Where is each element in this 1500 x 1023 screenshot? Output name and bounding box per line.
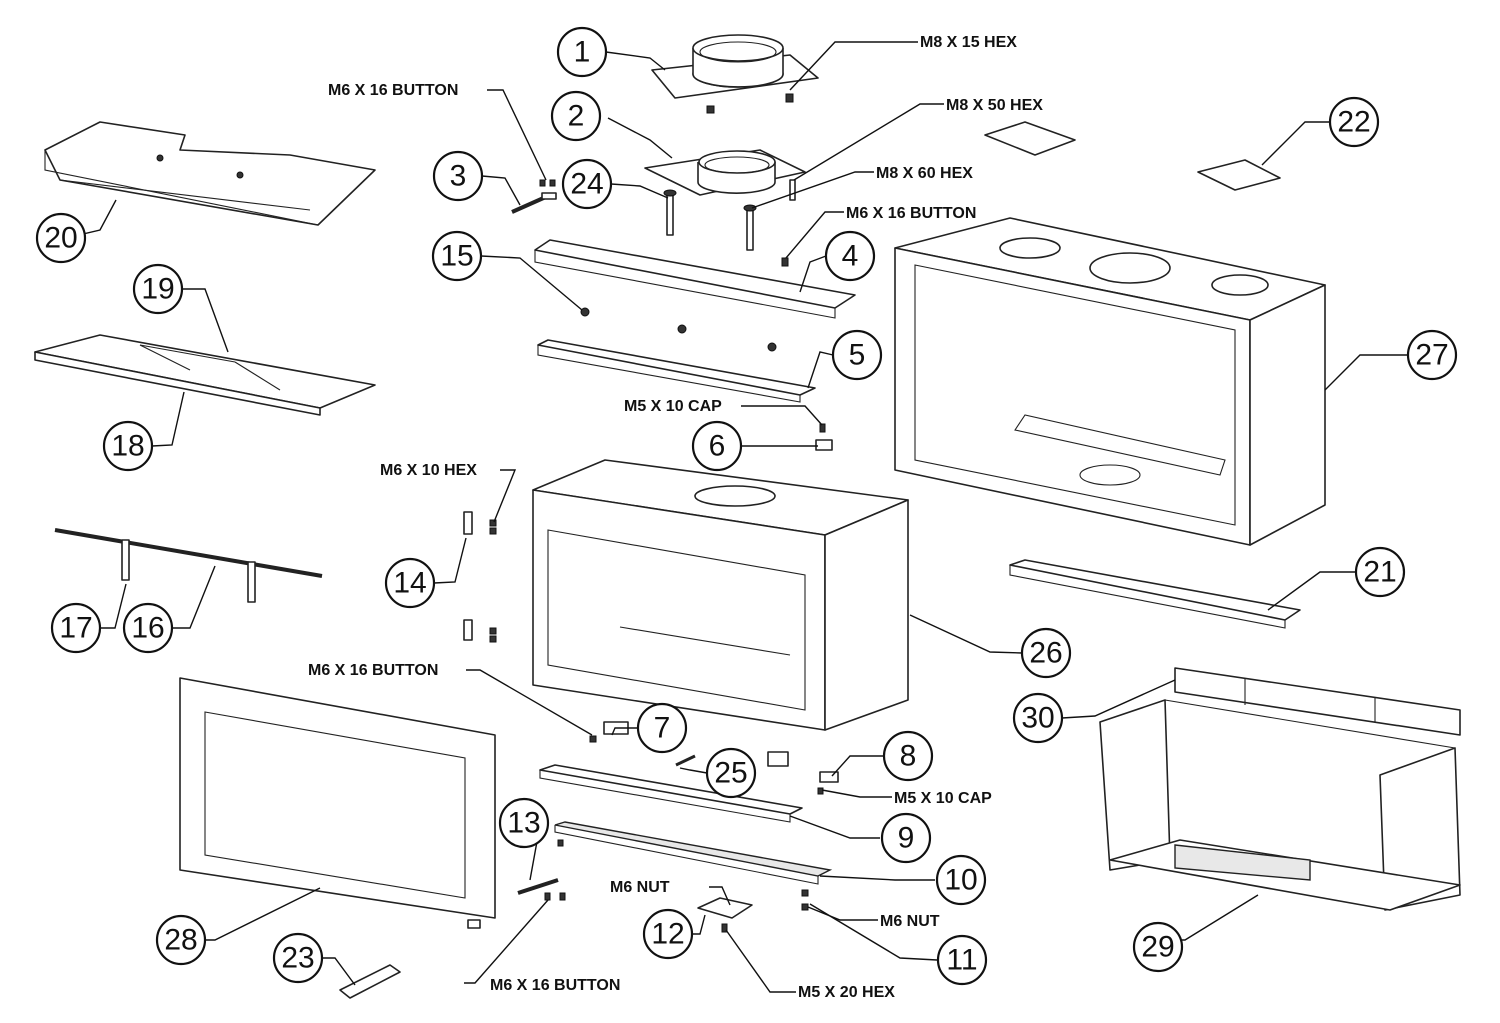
svg-text:21: 21: [1363, 556, 1396, 589]
svg-text:11: 11: [946, 944, 977, 977]
part-9-bar: [539, 764, 803, 823]
part-18-19-baffle-assembly: [34, 334, 376, 416]
callout-9: 9: [880, 812, 932, 864]
callout-7: 7: [636, 702, 688, 754]
callout-1: 1: [556, 26, 608, 78]
callout-18: 18: [102, 420, 154, 472]
svg-text:22: 22: [1337, 106, 1370, 139]
callout-22: 22: [1328, 96, 1380, 148]
svg-text:17: 17: [59, 612, 92, 645]
part-27-outer-casing: [894, 217, 1326, 546]
callout-3: 3: [432, 150, 484, 202]
svg-text:25: 25: [714, 757, 747, 790]
svg-text:7: 7: [654, 712, 671, 745]
part-22-cover-plates: [984, 121, 1281, 191]
callout-11: 11: [936, 934, 988, 986]
part-5-bracket: [537, 339, 816, 403]
svg-text:1: 1: [574, 36, 591, 69]
part-30-log-rail: [1174, 667, 1461, 736]
svg-text:12: 12: [651, 918, 684, 951]
callout-27: 27: [1406, 329, 1458, 381]
part-24-bolts: [663, 189, 757, 251]
callout-13: 13: [498, 797, 550, 849]
label-m8x15hex: M8 X 15 HEX: [920, 34, 1017, 51]
svg-text:4: 4: [842, 240, 859, 273]
callout-17: 17: [50, 602, 102, 654]
callout-30: 30: [1012, 692, 1064, 744]
part-8-clip: [817, 771, 839, 795]
callout-19: 19: [132, 263, 184, 315]
svg-text:2: 2: [568, 100, 585, 133]
label-m6x16button-top: M6 X 16 BUTTON: [328, 82, 458, 99]
callout-21: 21: [1354, 546, 1406, 598]
part-29-firebox-liner: [1099, 699, 1461, 911]
part-12-bracket: [697, 889, 809, 933]
callout-5: 5: [831, 329, 883, 381]
svg-text:18: 18: [111, 430, 144, 463]
part-1-flue-collar-plate: [651, 34, 819, 114]
svg-text:6: 6: [709, 430, 726, 463]
callout-20: 20: [35, 212, 87, 264]
callout-23: 23: [272, 932, 324, 984]
svg-text:28: 28: [164, 924, 197, 957]
callout-29: 29: [1132, 921, 1184, 973]
callout-16: 16: [122, 602, 174, 654]
label-m5x10cap-bottom: M5 X 10 CAP: [894, 790, 992, 807]
svg-text:19: 19: [141, 273, 174, 306]
callout-2: 2: [550, 90, 602, 142]
callout-25: 25: [705, 747, 757, 799]
part-26-firebox: [532, 459, 909, 731]
callout-4: 4: [824, 230, 876, 282]
label-m6x16button-mid: M6 X 16 BUTTON: [308, 662, 438, 679]
callout-28: 28: [155, 914, 207, 966]
svg-text:20: 20: [44, 222, 77, 255]
part-2-flue-collar-plate: [644, 149, 806, 201]
part-3-rod: [511, 179, 557, 214]
label-m6x16button-bottom: M6 X 16 BUTTON: [490, 977, 620, 994]
callout-14: 14: [384, 557, 436, 609]
callout-8: 8: [882, 730, 934, 782]
svg-text:23: 23: [281, 942, 314, 975]
part-23-tool: [339, 964, 401, 999]
label-m6x10hex: M6 X 10 HEX: [380, 462, 477, 479]
callout-10: 10: [935, 854, 987, 906]
part-16-17-rod: [54, 528, 323, 603]
part-28-door-frame: [179, 677, 496, 929]
svg-text:10: 10: [944, 864, 977, 897]
leader-lines: [65, 41, 1408, 993]
callout-26: 26: [1020, 627, 1072, 679]
svg-text:27: 27: [1415, 339, 1448, 372]
label-m6nut-left: M6 NUT: [610, 879, 670, 896]
svg-text:3: 3: [450, 160, 467, 193]
callout-6: 6: [691, 420, 743, 472]
label-m8x50hex: M8 X 50 HEX: [946, 97, 1043, 114]
part-13-rod: [517, 839, 566, 901]
svg-text:9: 9: [898, 822, 915, 855]
label-m6nut-right: M6 NUT: [880, 913, 940, 930]
part-20-top-shield: [44, 121, 376, 226]
svg-text:13: 13: [507, 807, 540, 840]
label-m5x10cap-top: M5 X 10 CAP: [624, 398, 722, 415]
part-10-bar: [554, 821, 833, 885]
label-m6x16button-right: M6 X 16 BUTTON: [846, 205, 976, 222]
svg-text:5: 5: [849, 339, 866, 372]
svg-text:8: 8: [900, 740, 917, 773]
callout-24: 24: [561, 158, 613, 210]
label-m8x60hex: M8 X 60 HEX: [876, 165, 973, 182]
svg-text:24: 24: [570, 168, 603, 201]
svg-text:14: 14: [393, 567, 426, 600]
part-6-clip: [815, 423, 833, 451]
part-21-channel: [1009, 559, 1301, 629]
svg-text:15: 15: [440, 240, 473, 273]
callout-12: 12: [642, 908, 694, 960]
svg-text:30: 30: [1021, 702, 1054, 735]
label-m5x20hex: M5 X 20 HEX: [798, 984, 895, 1001]
callout-15: 15: [431, 230, 483, 282]
svg-text:16: 16: [131, 612, 164, 645]
svg-text:29: 29: [1141, 931, 1174, 964]
part-4-plate: [534, 239, 856, 352]
svg-text:26: 26: [1029, 637, 1062, 670]
part-14-hinge-brackets: [463, 511, 497, 643]
